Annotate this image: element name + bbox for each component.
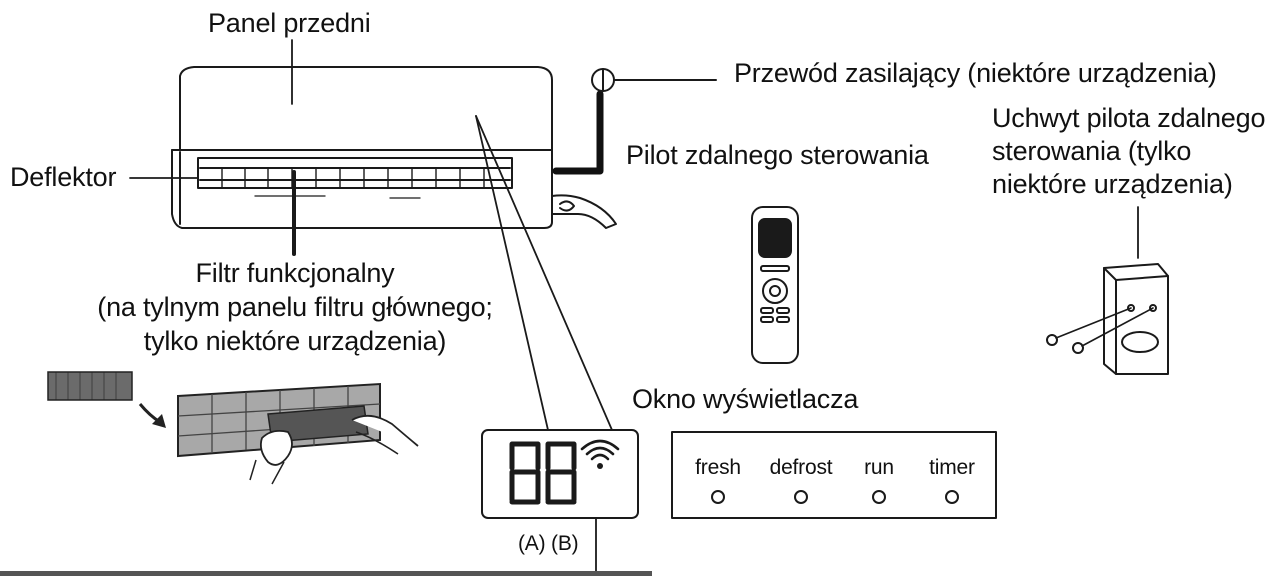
label-holder-line2: sterowania (tylko: [992, 136, 1192, 166]
label-filter-line3: tylko niektóre urządzenia): [143, 326, 447, 356]
display-panel-b: [671, 431, 997, 519]
display-panel-a: [481, 429, 639, 576]
label-filter-line1: Filtr funkcjonalny: [195, 258, 395, 288]
indicator-label-timer: timer: [929, 456, 975, 479]
wifi-icon: [580, 439, 620, 469]
indicator-label-defrost: defrost: [769, 456, 833, 479]
filter-illustration: [47, 371, 419, 485]
indicator-light-icon: [711, 490, 959, 504]
remote-control: [751, 206, 799, 364]
label-holder-line1: Uchwyt pilota zdalnego: [992, 103, 1266, 133]
indicator-label-run: run: [864, 456, 894, 479]
label-filter-line2: (na tylnym panelu filtru głównego;: [97, 292, 493, 322]
power-cord: [552, 68, 717, 175]
label-remote: Pilot zdalnego sterowania: [626, 140, 929, 170]
label-power-cord: Przewód zasilający (niektóre urządzenia): [734, 58, 1217, 88]
label-holder-line3: niektóre urządzenia): [992, 169, 1233, 199]
label-deflector: Deflektor: [10, 162, 117, 192]
label-display-window: Okno wyświetlacza: [632, 384, 859, 414]
indicator-label-fresh: fresh: [695, 456, 741, 479]
remote-holder: [1046, 206, 1169, 375]
label-front-panel: Panel przedni: [208, 8, 371, 38]
bottom-strip: [0, 571, 652, 576]
label-display-ab: (A) (B): [518, 532, 579, 555]
indoor-unit: [171, 66, 617, 229]
